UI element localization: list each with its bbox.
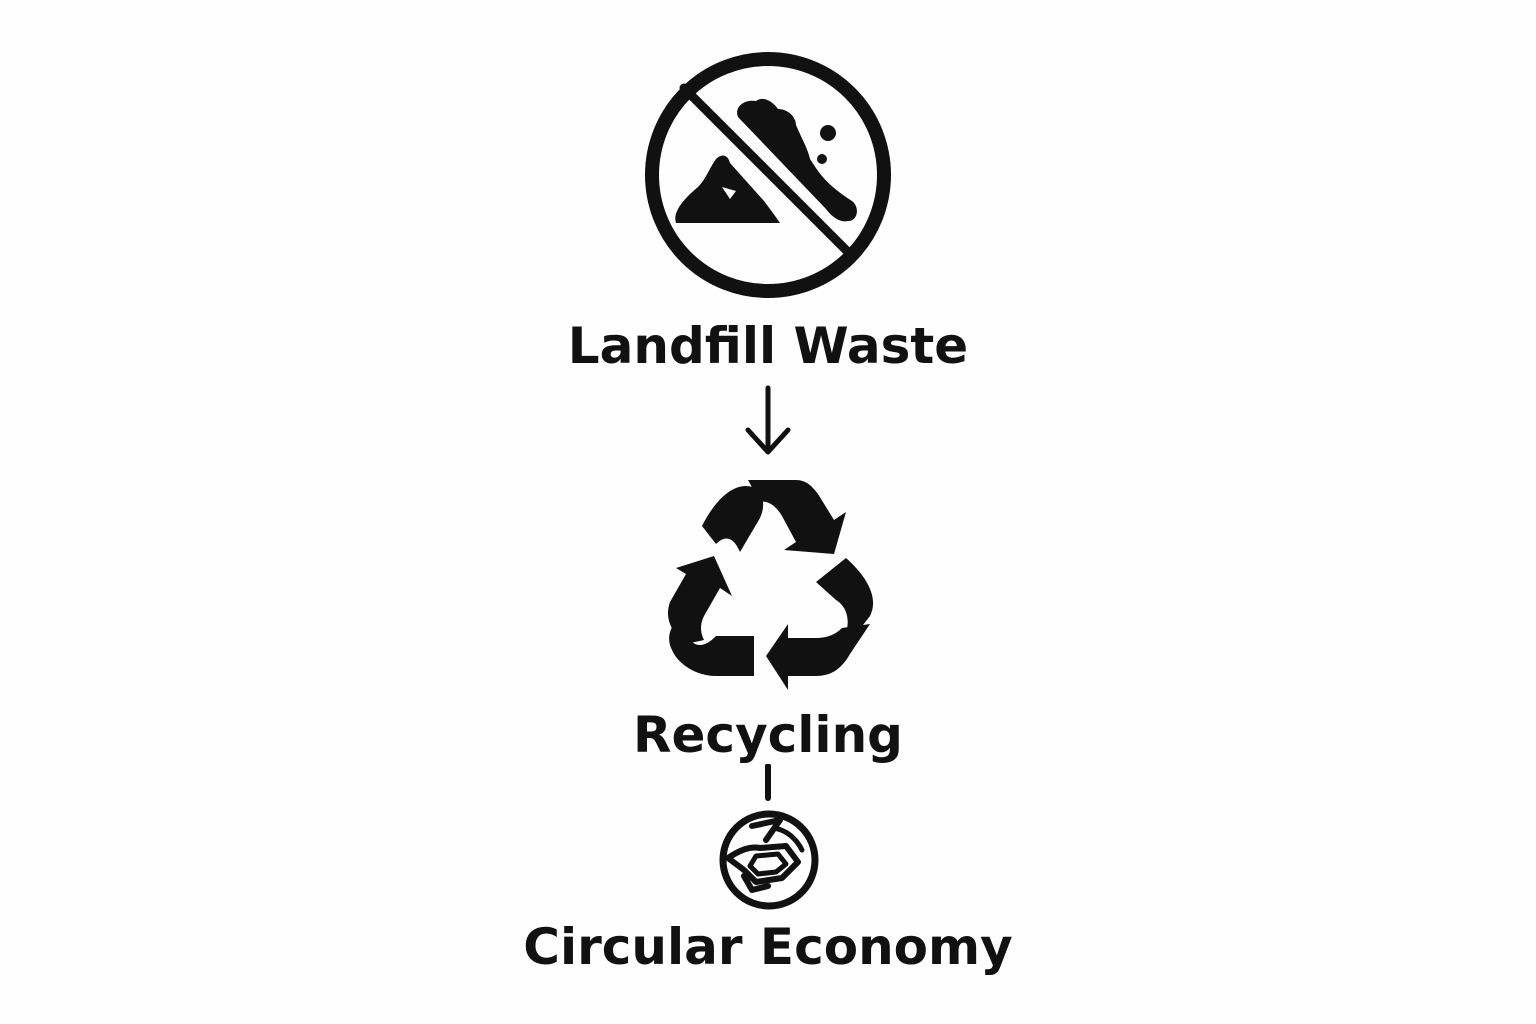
stage-label-landfill-waste: Landfill Waste — [567, 317, 969, 375]
no-landfill-icon — [645, 52, 891, 298]
arrow-down-icon — [745, 385, 791, 455]
recycling-icon — [667, 480, 874, 690]
stage-label-recycling: Recycling — [633, 706, 903, 764]
connector-line — [765, 764, 771, 801]
stage-label-circular-economy: Circular Economy — [523, 918, 1013, 976]
circular-economy-icon — [719, 810, 819, 910]
